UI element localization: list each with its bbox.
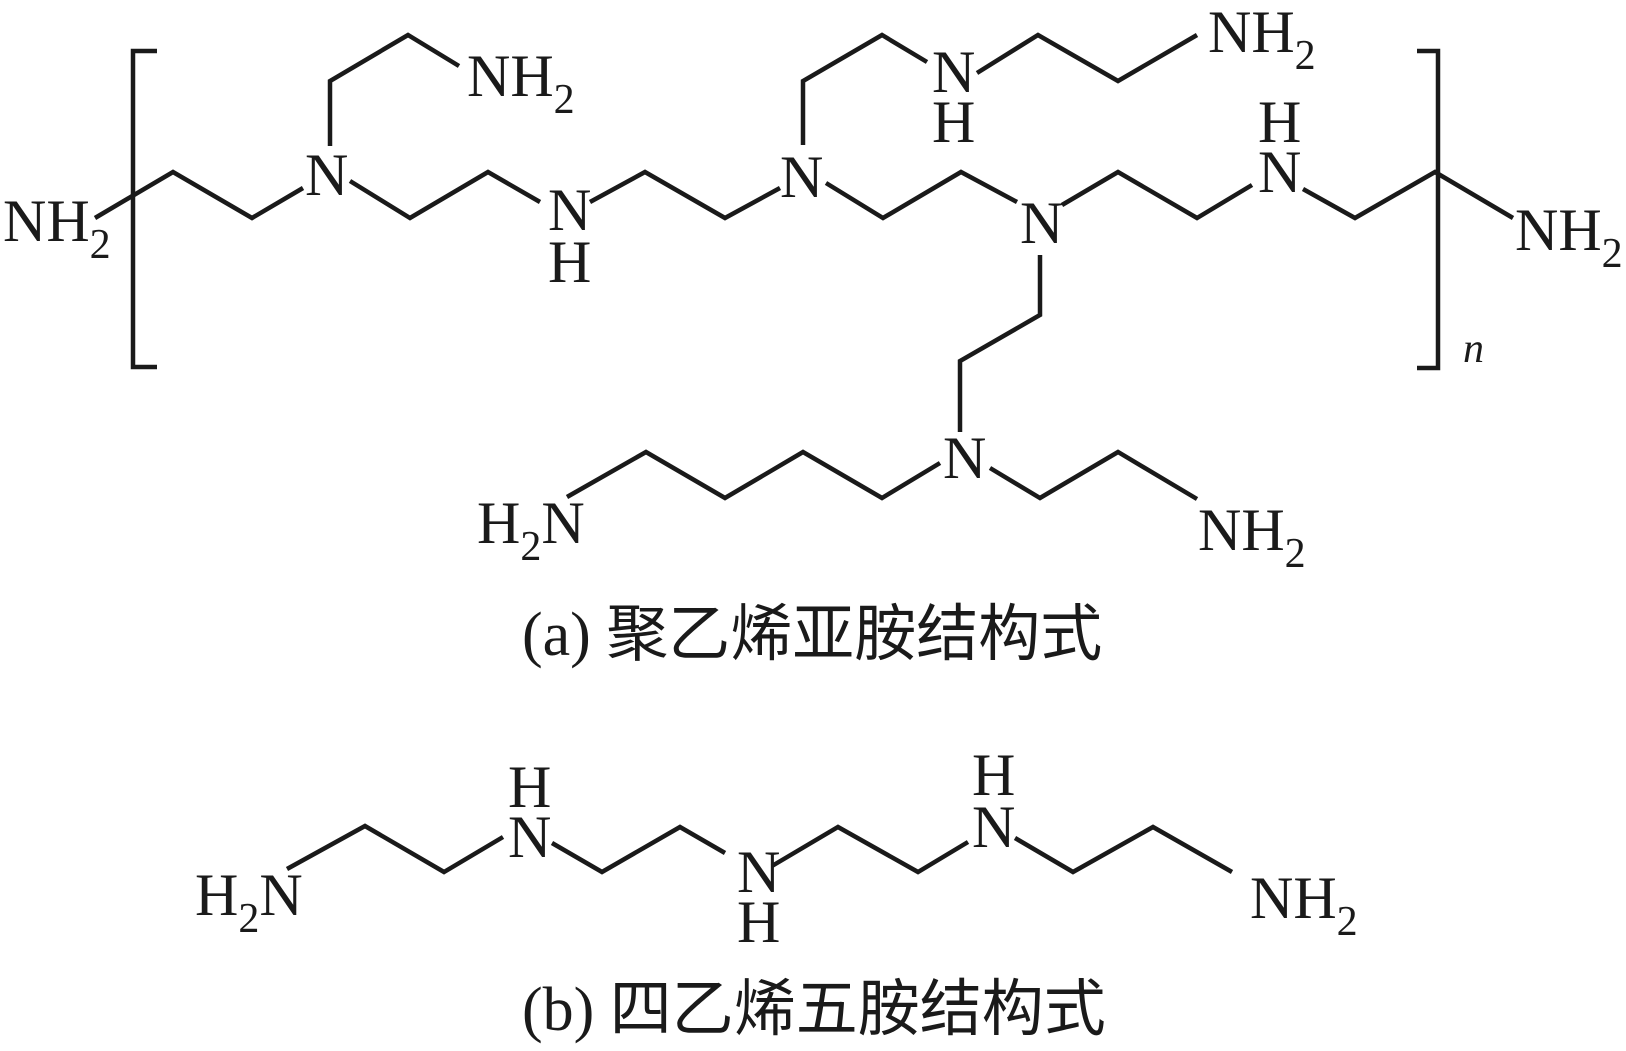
atom-h2n-left: H2N xyxy=(195,862,303,942)
bond-branch xyxy=(957,255,1043,432)
bond-chain xyxy=(550,824,727,875)
atom-nh2-right: NH2 xyxy=(1250,865,1358,945)
atom-nh-b-h: H xyxy=(932,89,975,155)
bond-chain xyxy=(1013,824,1234,875)
atom-n4: N xyxy=(943,425,986,491)
atom-nh-b-n: N xyxy=(932,39,975,105)
bond-chain xyxy=(824,169,1019,221)
bond-chain xyxy=(93,169,305,221)
bond-branch xyxy=(800,32,929,145)
atom-n1: N xyxy=(305,142,348,208)
atom-nh-c-n: N xyxy=(1258,139,1301,205)
bond-branch xyxy=(988,449,1199,501)
bond-chain xyxy=(285,823,505,875)
atom-nh2-mid-h: H xyxy=(737,889,780,955)
atom-nh2-branch2: NH2 xyxy=(1208,0,1316,79)
atom-nh-a-n: N xyxy=(548,177,591,243)
atom-nh-a-h: H xyxy=(548,229,591,295)
caption-b: (b) 四乙烯五胺结构式 xyxy=(522,976,1106,1044)
right-bracket xyxy=(1417,48,1441,371)
bond-chain xyxy=(588,169,782,221)
tepa-structure: H2N H N N H H N NH2 (b) 四乙烯五胺结构式 xyxy=(195,742,1358,1044)
atom-n2: N xyxy=(780,144,823,210)
pei-structure: NH2 N NH2 N H N N H NH2 N H N NH2 n H2N … xyxy=(3,0,1623,669)
bond-branch xyxy=(565,449,942,501)
atom-nh-c-h: H xyxy=(1258,89,1301,155)
bond-chain xyxy=(1301,169,1515,221)
bond-chain xyxy=(770,824,970,875)
atom-nh3-h: H xyxy=(972,742,1015,808)
atom-nh2-right: NH2 xyxy=(1515,197,1623,277)
atom-nh1-n: N xyxy=(508,804,551,870)
bond-chain xyxy=(348,169,542,221)
bond-branch xyxy=(327,32,461,146)
repeat-unit-subscript: n xyxy=(1463,326,1484,372)
atom-nh2-mid-n: N xyxy=(737,839,780,905)
left-bracket xyxy=(130,48,157,370)
bond-branch xyxy=(975,32,1199,84)
atom-h2n-lower: H2N xyxy=(477,490,585,570)
caption-a: (a) 聚乙烯亚胺结构式 xyxy=(522,601,1102,669)
atom-n3: N xyxy=(1020,190,1063,256)
atom-nh2-branch1: NH2 xyxy=(467,43,575,123)
atom-nh3-n: N xyxy=(972,794,1015,860)
atom-nh1-h: H xyxy=(508,754,551,820)
atom-nh2-left: NH2 xyxy=(3,188,111,268)
atom-nh2-lower: NH2 xyxy=(1198,497,1306,577)
bond-chain xyxy=(1060,169,1254,221)
